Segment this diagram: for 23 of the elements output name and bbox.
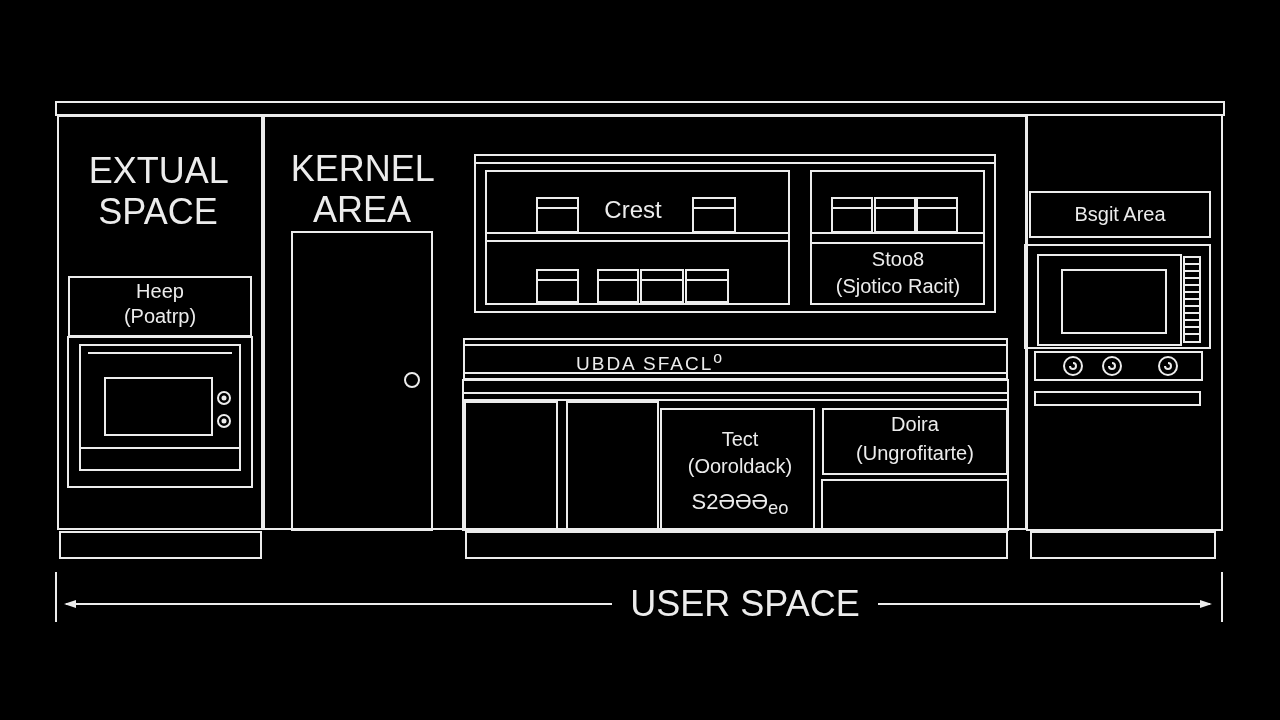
cabinet-label: (Sjotico Racit) [835, 275, 961, 298]
cabinet-label: Tect [721, 428, 759, 451]
counter-label: UBDA SFACL$^{o}$ [576, 349, 724, 376]
cabinet-door [660, 408, 815, 530]
cabinet-label: (Poatrp) [123, 305, 197, 328]
panel-label: Bsgit Area [1074, 203, 1166, 226]
cabinet-label: Crest [604, 196, 662, 224]
panel-heading: KERNEL AREA [290, 148, 434, 231]
cabinet-label: Doira [891, 413, 939, 436]
cabinet-label: Heep [136, 280, 184, 303]
wall-panel [57, 115, 263, 530]
cabinet-label: (Ungrofitarte) [856, 442, 974, 465]
drawer-front [822, 408, 1008, 475]
panel-heading: EXTUAL SPACE [88, 150, 228, 233]
wall-cabinet [485, 170, 790, 305]
countertop [463, 338, 1008, 380]
wall-panel [263, 115, 1027, 530]
label-panel [68, 276, 252, 337]
wall-cabinet [810, 170, 985, 305]
cabinet-label: (Ooroldack) [687, 455, 793, 478]
label-panel [1029, 191, 1211, 238]
cabinet-label: Stoo8 [871, 248, 925, 271]
cabinet-label: S2ƏƏƏ$_{eo}$ [691, 489, 789, 519]
